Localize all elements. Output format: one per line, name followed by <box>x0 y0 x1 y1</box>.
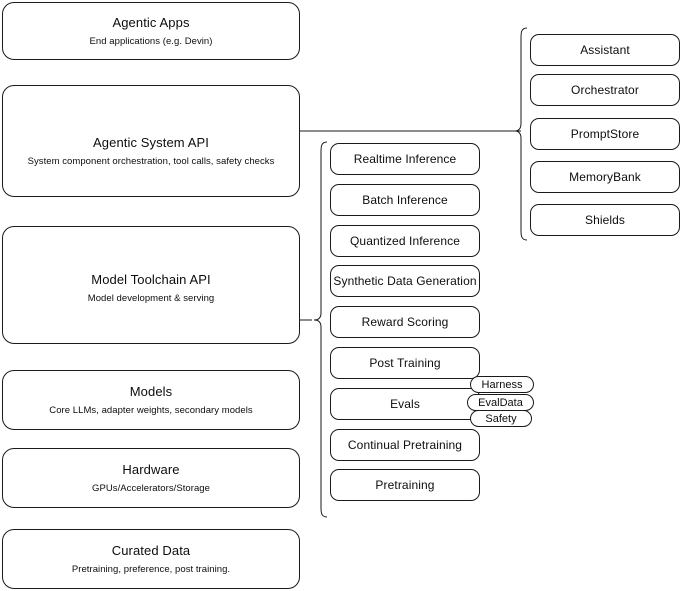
layer-box-curated-data[interactable]: Curated Data Pretraining, preference, po… <box>2 529 300 589</box>
component-chip-post-training[interactable]: Post Training <box>330 347 480 379</box>
component-label: PromptStore <box>570 127 640 141</box>
component-chip-shields[interactable]: Shields <box>530 204 680 236</box>
layer-title-curated-data: Curated Data <box>111 542 191 558</box>
component-chip-pretraining[interactable]: Pretraining <box>330 469 480 501</box>
brace-system-components <box>514 27 528 241</box>
component-label: Pretraining <box>375 478 435 492</box>
layer-title-model-toolchain-api: Model Toolchain API <box>91 271 211 287</box>
component-label: Reward Scoring <box>361 315 449 329</box>
component-chip-reward-scoring[interactable]: Reward Scoring <box>330 306 480 338</box>
component-label: Synthetic Data Generation <box>333 274 477 288</box>
component-chip-assistant[interactable]: Assistant <box>530 34 680 66</box>
layer-subtitle-agentic-system-api: System component orchestration, tool cal… <box>27 155 275 167</box>
layer-box-agentic-apps[interactable]: Agentic Apps End applications (e.g. Devi… <box>2 2 300 60</box>
eval-badge-label: EvalData <box>478 396 523 409</box>
layer-title-hardware: Hardware <box>122 461 180 477</box>
component-chip-batch-inference[interactable]: Batch Inference <box>330 184 480 216</box>
layer-box-agentic-system-api[interactable]: Agentic System API System component orch… <box>2 85 300 197</box>
component-label: Orchestrator <box>571 83 639 97</box>
eval-badge-harness[interactable]: Harness <box>470 376 534 393</box>
eval-badge-safety[interactable]: Safety <box>470 410 532 427</box>
component-label: Post Training <box>369 356 441 370</box>
layer-title-models: Models <box>129 383 173 399</box>
layer-subtitle-agentic-apps: End applications (e.g. Devin) <box>89 35 213 47</box>
component-chip-continual-pretraining[interactable]: Continual Pretraining <box>330 429 480 461</box>
component-label: Continual Pretraining <box>347 438 463 452</box>
layer-subtitle-curated-data: Pretraining, preference, post training. <box>71 563 231 575</box>
component-chip-promptstore[interactable]: PromptStore <box>530 118 680 150</box>
component-label: Assistant <box>580 43 630 57</box>
component-label: Realtime Inference <box>353 152 457 166</box>
eval-badge-label: Harness <box>481 378 523 391</box>
brace-toolchain-components <box>313 141 328 518</box>
component-label: Shields <box>584 213 626 227</box>
layer-box-models[interactable]: Models Core LLMs, adapter weights, secon… <box>2 370 300 430</box>
layer-title-agentic-apps: Agentic Apps <box>112 14 190 30</box>
layer-subtitle-models: Core LLMs, adapter weights, secondary mo… <box>49 404 253 416</box>
component-chip-synthetic-data-generation[interactable]: Synthetic Data Generation <box>330 265 480 297</box>
component-chip-orchestrator[interactable]: Orchestrator <box>530 74 680 106</box>
component-chip-realtime-inference[interactable]: Realtime Inference <box>330 143 480 175</box>
layer-box-hardware[interactable]: Hardware GPUs/Accelerators/Storage <box>2 448 300 508</box>
component-label: Batch Inference <box>362 193 448 207</box>
component-label: MemoryBank <box>569 170 641 184</box>
component-chip-quantized-inference[interactable]: Quantized Inference <box>330 225 480 257</box>
eval-badge-evaldata[interactable]: EvalData <box>467 394 534 411</box>
layer-subtitle-hardware: GPUs/Accelerators/Storage <box>92 482 210 494</box>
eval-badge-label: Safety <box>485 412 517 425</box>
component-chip-evals[interactable]: Evals <box>330 388 480 420</box>
component-chip-memorybank[interactable]: MemoryBank <box>530 161 680 193</box>
layer-box-model-toolchain-api[interactable]: Model Toolchain API Model development & … <box>2 226 300 344</box>
component-label: Quantized Inference <box>350 234 460 248</box>
layer-title-agentic-system-api: Agentic System API <box>93 134 209 150</box>
component-label: Evals <box>390 397 420 411</box>
layer-subtitle-model-toolchain-api: Model development & serving <box>87 292 215 304</box>
